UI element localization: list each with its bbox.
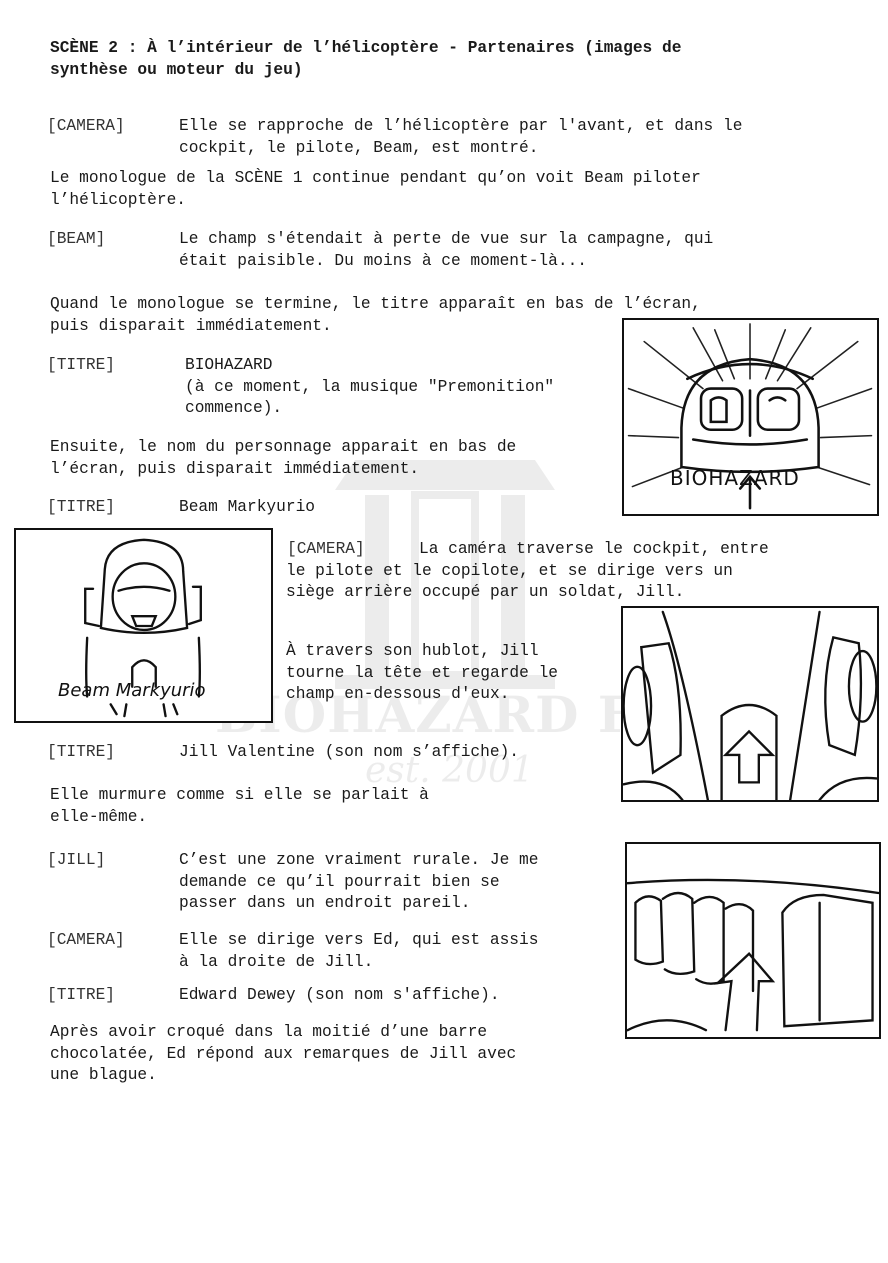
block-text: BIOHAZARD (à ce moment, la musique "Prem… — [185, 355, 554, 420]
block-text: Jill Valentine (son nom s’affiche). — [179, 743, 519, 761]
panel-caption-biohazard: BIOHAZARD — [670, 466, 800, 490]
block-text: Le champ s'étendait à perte de vue sur l… — [179, 229, 713, 272]
block-label: [TITRE] — [47, 986, 115, 1004]
text-line: était paisible. Du moins à ce moment-là.… — [179, 251, 587, 270]
storyboard-panel-biohazard: BIOHAZARD — [622, 318, 879, 516]
text-line: l’écran, puis disparait immédiatement. — [50, 459, 420, 478]
text-line: siège arrière occupé par un soldat, Jill… — [286, 583, 685, 601]
rear-seats-sketch-icon — [627, 878, 879, 1032]
text-line: champ en-dessous d'eux. — [286, 685, 510, 703]
storyboard-panel-beam: Beam Markyurio — [14, 528, 273, 723]
block-label: [TITRE] — [47, 498, 115, 516]
action-text: Ensuite, le nom du personnage apparait e… — [50, 437, 516, 480]
text-line: À travers son hublot, Jill — [286, 642, 539, 660]
text-line: Elle murmure comme si elle se parlait à — [50, 786, 429, 804]
text-line: Le champ s'étendait à perte de vue sur l… — [179, 230, 714, 248]
block-text: Edward Dewey (son nom s'affiche). — [179, 986, 500, 1004]
block-label: [BEAM] — [47, 230, 106, 248]
text-line: tourne la tête et regarde le — [286, 663, 558, 682]
block-text: Elle se dirige vers Ed, qui est assis à … — [179, 930, 538, 973]
text-line: elle-même. — [50, 807, 148, 826]
block-label: [JILL] — [47, 851, 106, 869]
block-label: [TITRE] — [47, 743, 115, 761]
storyboard-panel-rear-seats — [625, 842, 881, 1039]
cockpit-sketch-icon — [623, 610, 877, 800]
text-line: commence). — [185, 399, 283, 417]
action-text: À travers son hublot, Jill tourne la têt… — [286, 641, 558, 706]
text-line: Quand le monologue se termine, le titre … — [50, 295, 701, 313]
panel-caption-beam: Beam Markyurio — [58, 680, 206, 701]
text-line: cockpit, le pilote, Beam, est montré. — [179, 138, 539, 157]
text-line: Après avoir croqué dans la moitié d’une … — [50, 1023, 488, 1041]
text-line: La caméra traverse le cockpit, entre — [419, 540, 769, 558]
action-text: Quand le monologue se termine, le titre … — [50, 294, 701, 337]
block-text: Beam Markyurio — [179, 498, 315, 516]
text-line: C’est une zone vraiment rurale. Je me — [179, 851, 539, 869]
storyboard-panel-cockpit — [621, 606, 879, 802]
block-text: C’est une zone vraiment rurale. Je me de… — [179, 850, 538, 915]
text-line: demande ce qu’il pourrait bien se — [179, 872, 500, 891]
text-line: Elle se rapproche de l’hélicoptère par l… — [179, 117, 743, 135]
action-text: Elle murmure comme si elle se parlait à … — [50, 785, 429, 828]
scene-title-line-2: synthèse ou moteur du jeu) — [50, 61, 303, 79]
text-line: puis disparait immédiatement. — [50, 316, 332, 335]
text-line: le pilote et le copilote, et se dirige v… — [286, 561, 733, 580]
text-line: passer dans un endroit pareil. — [179, 894, 471, 912]
action-text: Après avoir croqué dans la moitié d’une … — [50, 1022, 516, 1087]
block-label: [CAMERA] — [47, 117, 125, 135]
helicopter-front-sketch-icon — [627, 323, 873, 510]
pilot-sketch-icon — [84, 538, 202, 718]
text-line: Elle se dirige vers Ed, qui est assis — [179, 931, 539, 949]
text-line: Ensuite, le nom du personnage apparait e… — [50, 438, 517, 456]
block-label: [CAMERA] — [287, 540, 365, 558]
block-label: [CAMERA] — [47, 931, 125, 949]
text-line: chocolatée, Ed répond aux remarques de J… — [50, 1044, 517, 1063]
text-line: l’hélicoptère. — [50, 190, 186, 209]
text-line: à la droite de Jill. — [179, 952, 374, 971]
text-line: BIOHAZARD — [185, 356, 273, 374]
scene-title-line-1: SCÈNE 2 : À l’intérieur de l’hélicoptère… — [50, 39, 682, 57]
block-label: [TITRE] — [47, 356, 115, 374]
text-line: une blague. — [50, 1066, 157, 1084]
action-text: Le monologue de la SCÈNE 1 continue pend… — [50, 168, 701, 211]
text-line: Le monologue de la SCÈNE 1 continue pend… — [50, 169, 701, 187]
block-text: Elle se rapproche de l’hélicoptère par l… — [179, 116, 742, 159]
scene-title: SCÈNE 2 : À l’intérieur de l’hélicoptère… — [50, 37, 681, 81]
text-line: (à ce moment, la musique "Premonition" — [185, 377, 555, 396]
block-text: La caméra traverse le cockpit, entre le … — [286, 539, 769, 604]
